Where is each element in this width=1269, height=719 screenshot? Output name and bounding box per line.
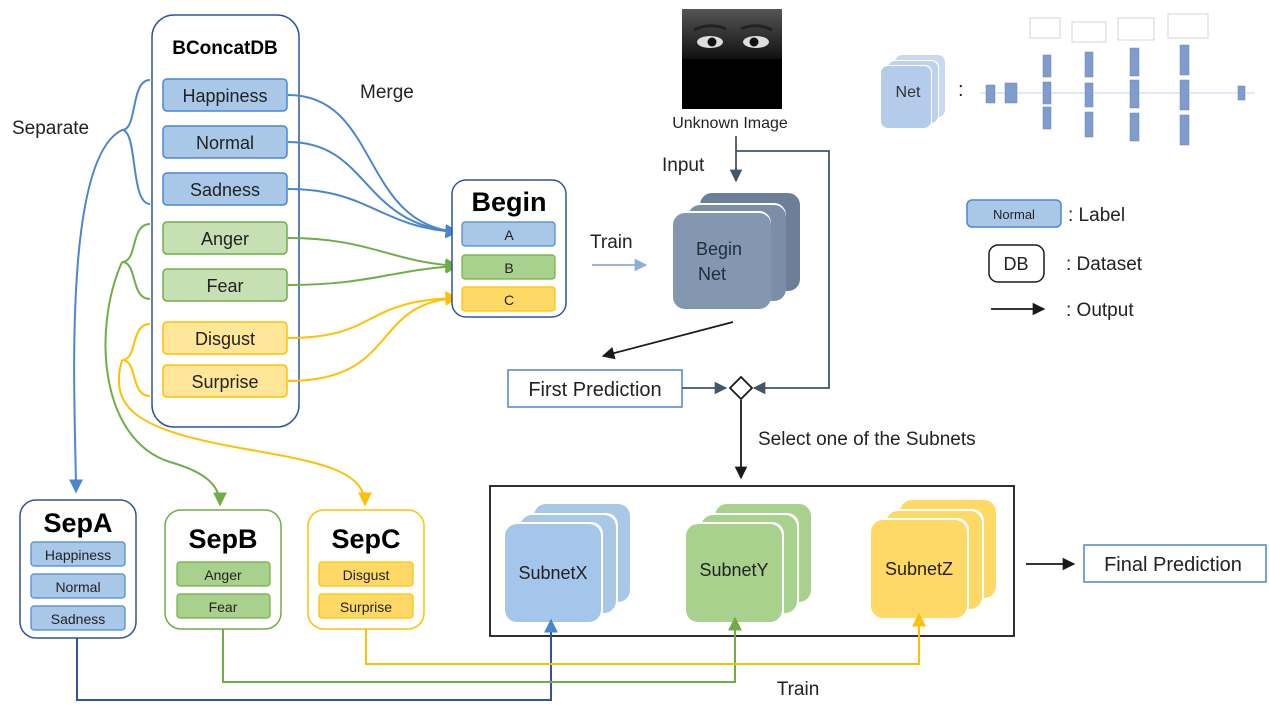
begin-title: Begin [471, 187, 546, 217]
brace-green [121, 223, 151, 300]
bconcat-label-fear-text: Fear [206, 276, 243, 296]
bconcat-label-sadness [162, 172, 288, 206]
legend-label-sample [966, 199, 1062, 228]
sepa-label-normal-text: Normal [55, 579, 100, 595]
beginnet-output-arrow [601, 321, 734, 360]
merge-arrow-fear [287, 259, 460, 286]
legend-net-colon: : [958, 79, 964, 101]
sepb-label-fear-text: Fear [209, 599, 238, 615]
first-prediction-text: First Prediction [528, 379, 661, 401]
sepa-label-happiness [30, 541, 126, 567]
begin-label-b-text: B [504, 260, 513, 276]
bconcat-label-happiness [162, 78, 288, 112]
input-label: Input [662, 155, 705, 176]
select-subnet-label: Select one of the Subnets [758, 429, 976, 450]
subnetz-layer-front [871, 520, 967, 618]
begin-net-text-1: Begin [696, 239, 742, 259]
separate-label: Separate [12, 118, 89, 139]
sepb-label-anger [176, 561, 271, 587]
image-to-selector-line [736, 150, 830, 395]
legend-output-text: : Output [1066, 300, 1134, 321]
bconcat-label-surprise [162, 364, 288, 398]
bconcat-label-fear [162, 268, 288, 302]
legend-dataset-sample-text: DB [1003, 254, 1028, 274]
legend-net-layer-front [881, 66, 931, 128]
begin-net-text-2: Net [698, 264, 726, 284]
bconcat-label-surprise-text: Surprise [191, 372, 258, 392]
train-label: Train [590, 232, 633, 253]
train-line-sepc-subnetz [365, 612, 926, 665]
begin-net-layer-front [673, 213, 771, 309]
merge-arrow-sadness [287, 188, 460, 239]
merge-arrow-normal [287, 141, 460, 239]
final-prediction-text: Final Prediction [1104, 554, 1242, 576]
begin-container [451, 179, 567, 318]
bconcatdb-title: BConcatDB [172, 38, 278, 59]
bconcat-label-anger [162, 221, 288, 255]
legend-net-architecture [980, 13, 1255, 146]
begin-label-b [461, 254, 556, 280]
legend-net-text: Net [896, 84, 921, 101]
sepb-label-anger-text: Anger [204, 567, 242, 583]
bconcat-label-disgust-text: Disgust [195, 329, 255, 349]
brace-blue [121, 79, 151, 205]
sepa-label-normal [30, 573, 126, 599]
legend-dataset-text: : Dataset [1066, 254, 1143, 275]
bconcat-label-sadness-text: Sadness [190, 180, 260, 200]
sepc-label-disgust-text: Disgust [343, 567, 390, 583]
unknown-image [682, 9, 782, 109]
bconcat-label-happiness-text: Happiness [182, 86, 267, 106]
begin-label-a-text: A [504, 227, 514, 243]
legend-dataset-sample [988, 244, 1045, 283]
unknown-image-caption: Unknown Image [672, 115, 788, 132]
first-prediction-box [507, 369, 683, 408]
subnetz-text: SubnetZ [885, 559, 953, 579]
train-line-sepa-subnetx [76, 618, 558, 701]
merge-arrow-happiness [287, 94, 460, 239]
sepc-label-disgust [318, 561, 414, 587]
begin-label-c-text: C [504, 292, 514, 308]
sepc-label-surprise-text: Surprise [340, 599, 392, 615]
merge-arrow-disgust [287, 291, 460, 339]
sepb-title: SepB [188, 524, 257, 554]
arrow-to-sepb [104, 261, 227, 507]
bconcat-label-anger-text: Anger [201, 229, 249, 249]
begin-label-c [461, 286, 556, 312]
bconcat-label-normal [162, 125, 288, 159]
final-prediction-box [1083, 544, 1267, 583]
merge-arrow-surprise [287, 291, 460, 382]
sepa-label-sadness-text: Sadness [51, 611, 105, 627]
begin-label-a [461, 221, 556, 247]
train-bottom-label: Train [777, 679, 820, 700]
sepa-label-happiness-text: Happiness [45, 547, 111, 563]
sepa-label-sadness [30, 605, 126, 631]
brace-yellow [121, 323, 151, 397]
legend-label-text: : Label [1068, 205, 1125, 226]
bconcat-label-normal-text: Normal [196, 133, 254, 153]
sepc-label-surprise [318, 593, 414, 619]
subnety-text: SubnetY [699, 560, 768, 580]
arrow-to-sepc [117, 359, 372, 507]
sepc-title: SepC [331, 524, 400, 554]
arrow-to-sepa [68, 129, 123, 494]
legend-label-sample-text: Normal [993, 207, 1035, 222]
sepa-title: SepA [43, 508, 112, 538]
selector-diamond [728, 375, 754, 401]
train-line-sepb-subnety [222, 616, 742, 683]
sepb-label-fear [176, 593, 271, 619]
merge-label: Merge [360, 82, 414, 103]
subnety-layer-front [686, 524, 782, 622]
merge-arrow-anger [287, 237, 460, 273]
subnetx-layer-front [505, 524, 601, 622]
bconcat-label-disgust [162, 321, 288, 355]
subnetx-text: SubnetX [518, 563, 587, 583]
